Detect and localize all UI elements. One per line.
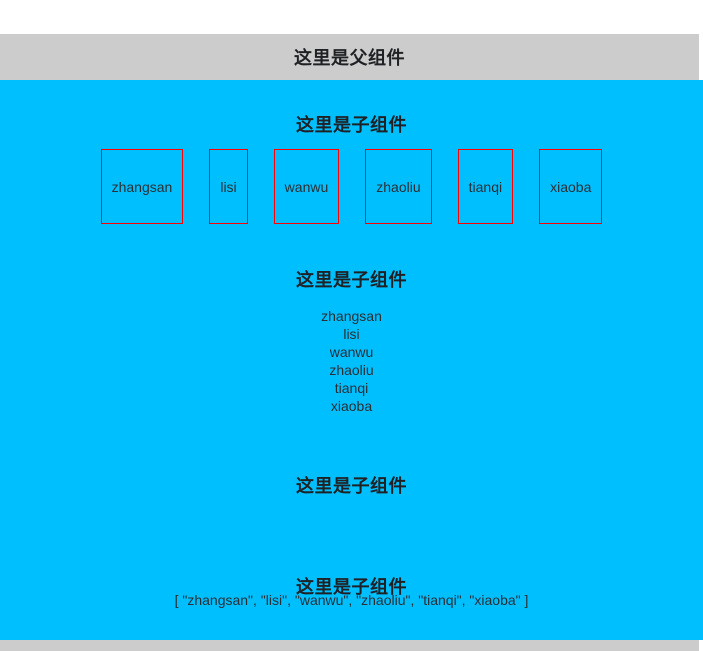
list-item: zhangsan xyxy=(321,308,382,324)
name-box[interactable]: wanwu xyxy=(273,149,340,224)
name-box-label: xiaoba xyxy=(550,178,592,195)
footer-strip xyxy=(0,640,699,651)
name-box-label: zhaoliu xyxy=(376,178,421,195)
name-box-label: wanwu xyxy=(284,178,329,195)
child-components-region: 这里是子组件 zhangsan lisi wanwu zhaoliu tianq… xyxy=(0,80,703,640)
list-item: zhaoliu xyxy=(329,362,374,378)
name-box[interactable]: tianqi xyxy=(457,149,514,224)
name-box[interactable]: lisi xyxy=(209,149,248,224)
list-item: tianqi xyxy=(334,380,369,396)
list-item: wanwu xyxy=(329,344,374,360)
parent-title: 这里是父组件 xyxy=(294,48,405,68)
name-box-label: tianqi xyxy=(468,178,503,195)
name-box-label: zhangsan xyxy=(111,178,173,195)
list-item: xiaoba xyxy=(330,398,373,414)
name-stack-list: zhangsan lisi wanwu zhaoliu tianqi xiaob… xyxy=(0,307,703,415)
child-title-stack: 这里是子组件 xyxy=(296,270,407,290)
name-box-label: lisi xyxy=(220,178,237,195)
parent-header: 这里是父组件 xyxy=(0,34,699,80)
child-title-boxes: 这里是子组件 xyxy=(296,115,407,135)
name-box-row: zhangsan lisi wanwu zhaoliu tianqi xiaob… xyxy=(0,149,703,224)
name-box[interactable]: xiaoba xyxy=(539,149,603,224)
array-output-text: [ "zhangsan", "lisi", "wanwu", "zhaoliu"… xyxy=(174,592,529,608)
parent-component: 这里是父组件 xyxy=(0,34,699,80)
child-title-slot: 这里是子组件 xyxy=(296,577,407,597)
name-box[interactable]: zhaoliu xyxy=(365,149,432,224)
name-box[interactable]: zhangsan xyxy=(100,149,184,224)
child-title-array: 这里是子组件 xyxy=(296,476,407,496)
list-item: lisi xyxy=(343,326,360,342)
